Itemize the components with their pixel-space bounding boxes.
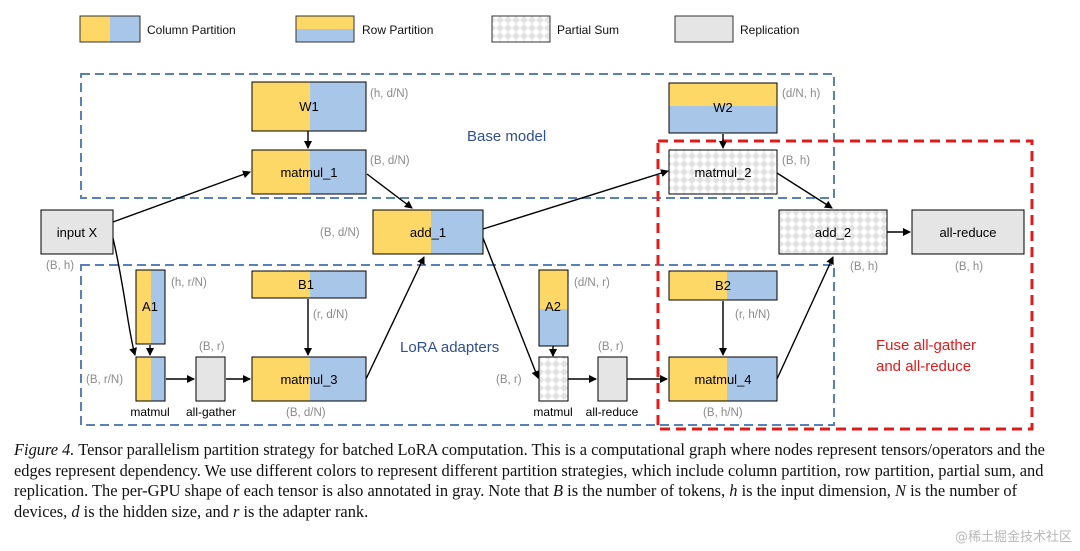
- shape-w1: (h, d/N): [370, 88, 409, 100]
- node-matmul-2-label: matmul_2: [694, 165, 751, 180]
- node-add-2-label: add_2: [815, 225, 851, 240]
- caption-var-n: N: [895, 481, 906, 500]
- caption-h-desc: is the input dimension,: [741, 481, 891, 500]
- node-w2-label: W2: [713, 100, 733, 115]
- legend-column-partition-label: Column Partition: [147, 23, 236, 37]
- node-matmul-small-2: matmul: [533, 356, 573, 419]
- node-matmul-1: matmul_1: [251, 149, 367, 195]
- caption-d-desc: is the hidden size, and: [83, 501, 229, 521]
- legend: Column Partition Row Partition Partial S…: [79, 15, 799, 43]
- legend-replication: Replication: [674, 15, 799, 43]
- node-w2: W2: [668, 82, 778, 134]
- node-matmul-small-2-label: matmul: [533, 405, 572, 419]
- node-matmul-small-1: matmul: [130, 356, 170, 419]
- shape-matmul-3: (B, d/N): [286, 407, 326, 419]
- node-b2: B2: [668, 270, 778, 301]
- node-all-gather-label: all-gather: [186, 405, 236, 419]
- base-model-region: [80, 73, 835, 199]
- shape-matmul-1: (B, d/N): [370, 155, 410, 167]
- caption-r-desc: is the adapter rank.: [243, 501, 369, 521]
- figure-caption: Figure 4. Tensor parallelism partition s…: [14, 440, 1074, 522]
- node-b1-label: B1: [298, 277, 314, 292]
- shape-add-2: (B, h): [850, 261, 878, 273]
- node-a1-label: A1: [142, 299, 158, 314]
- shape-matmul-small-2: (B, r): [496, 374, 522, 386]
- node-all-reduce-small: all-reduce: [586, 356, 639, 419]
- shape-w2: (d/N, h): [782, 88, 821, 100]
- shape-matmul-small-1: (B, r/N): [86, 374, 123, 386]
- node-b1: B1: [251, 270, 367, 299]
- node-all-reduce-out-label: all-reduce: [939, 225, 996, 240]
- node-add-2: add_2: [778, 209, 888, 255]
- shape-matmul-4: (B, h/N): [703, 407, 743, 419]
- figure-label: Figure 4.: [14, 440, 75, 459]
- node-a1: A1: [135, 269, 166, 345]
- shape-all-gather: (B, r): [199, 341, 225, 353]
- legend-partial-sum: Partial Sum: [491, 15, 619, 43]
- shape-a1: (h, r/N): [171, 277, 207, 289]
- legend-partial-sum-label: Partial Sum: [557, 23, 619, 37]
- lora-adapters-region: [80, 264, 835, 426]
- shape-all-reduce-out: (B, h): [955, 261, 983, 273]
- node-a2-label: A2: [545, 299, 561, 314]
- caption-var-d: d: [71, 501, 80, 521]
- fuse-label-line2: and all-reduce: [876, 358, 971, 375]
- node-add-1-label: add_1: [410, 225, 446, 240]
- node-matmul-2: matmul_2: [668, 149, 778, 195]
- caption-var-b: B: [553, 481, 564, 500]
- node-a2: A2: [538, 269, 569, 347]
- node-matmul-small-1-label: matmul: [130, 405, 169, 419]
- node-matmul-3-label: matmul_3: [280, 372, 337, 387]
- node-w1: W1: [251, 81, 367, 132]
- caption-var-r: r: [232, 501, 240, 521]
- fuse-region: [656, 139, 1034, 431]
- caption-text: Tensor parallelism partition strategy fo…: [14, 440, 1045, 500]
- shape-b2: (r, h/N): [735, 309, 770, 321]
- node-all-reduce-small-label: all-reduce: [586, 405, 639, 419]
- legend-row-partition: Row Partition: [295, 15, 433, 43]
- caption-n-desc: is the number of devices,: [14, 481, 1018, 521]
- node-w1-label: W1: [299, 99, 319, 114]
- node-add-1: add_1: [372, 209, 484, 255]
- node-matmul-4: matmul_4: [668, 356, 778, 402]
- node-b2-label: B2: [715, 278, 731, 293]
- shape-all-reduce-small: (B, r): [598, 341, 624, 353]
- watermark: @稀土掘金技术社区: [954, 530, 1072, 545]
- caption-var-h: h: [729, 481, 738, 500]
- shape-input-x: (B, h): [46, 260, 74, 272]
- shape-b1: (r, d/N): [313, 309, 348, 321]
- legend-column-partition: Column Partition: [79, 15, 236, 43]
- node-matmul-4-label: matmul_4: [694, 372, 751, 387]
- legend-row-partition-label: Row Partition: [362, 23, 433, 37]
- node-matmul-1-label: matmul_1: [280, 165, 337, 180]
- lora-adapters-label: LoRA adapters: [400, 339, 499, 356]
- node-all-reduce-out: all-reduce: [911, 209, 1025, 255]
- caption-b-desc: is the number of tokens,: [567, 481, 726, 500]
- node-all-gather: all-gather: [186, 356, 236, 419]
- fuse-label-line1: Fuse all-gather: [876, 337, 976, 354]
- legend-replication-label: Replication: [740, 23, 799, 37]
- shape-add-1: (B, d/N): [320, 227, 360, 239]
- node-matmul-3: matmul_3: [251, 356, 367, 402]
- shape-a2: (d/N, r): [574, 277, 610, 289]
- shape-matmul-2: (B, h): [782, 155, 810, 167]
- base-model-label: Base model: [467, 128, 546, 145]
- edges: [112, 131, 911, 383]
- node-input-x-label: input X: [57, 225, 98, 240]
- node-input-x: input X: [40, 209, 114, 255]
